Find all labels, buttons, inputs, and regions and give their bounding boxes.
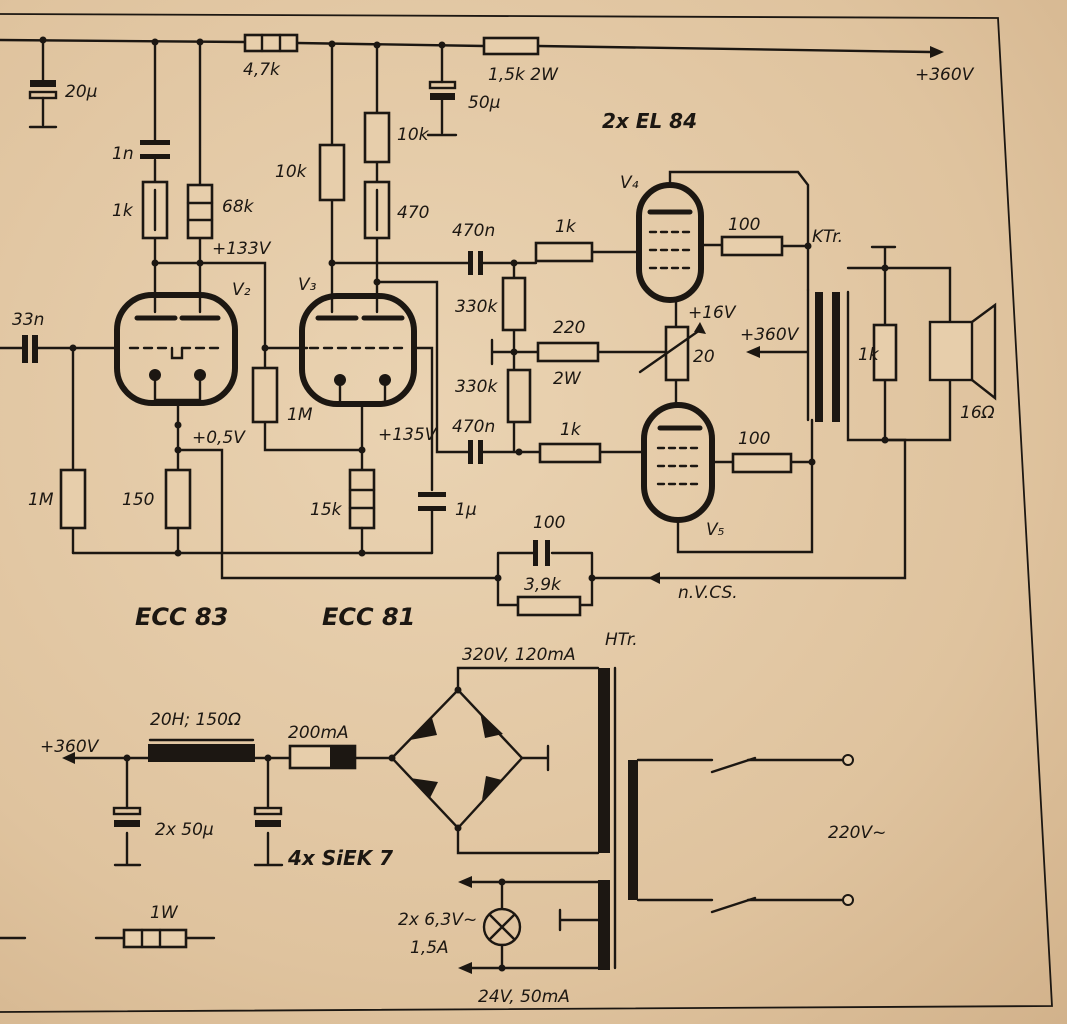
label-htr: HTr.: [605, 630, 638, 650]
power-supply: [0, 666, 854, 974]
label-r-100-a: 100: [728, 215, 760, 235]
label-c-100: 100: [533, 513, 565, 533]
label-r-470: 470: [397, 203, 429, 223]
label-ecc83: ECC 83: [135, 603, 228, 631]
label-c-50u: 50μ: [468, 93, 501, 113]
v3-stage: [71, 42, 470, 557]
output-stage: [636, 170, 816, 554]
label-rect: 4x SiEK 7: [287, 846, 393, 870]
label-c-470n-a: 470n: [452, 221, 495, 241]
label-htr-sec: 320V, 120mA: [462, 645, 576, 665]
label-fuse: 200mA: [288, 723, 349, 743]
label-r-220: 220: [553, 318, 585, 338]
label-r-330k-a: 330k: [455, 297, 498, 317]
v2-stage: [0, 40, 500, 580]
label-c-2x50: 2x 50μ: [155, 820, 214, 840]
label-r-1k-g2: 1k: [560, 420, 582, 440]
label-r-1k-g1: 1k: [555, 217, 577, 237]
label-nvcs: n.V.CS.: [678, 583, 738, 603]
label-r-10k-b: 10k: [397, 125, 430, 145]
label-heater: 2x 6,3V~: [398, 910, 477, 930]
label-r-220-w: 2W: [553, 369, 582, 389]
frame: [0, 13, 1053, 1013]
label-c-20u: 20μ: [65, 82, 98, 102]
label-r-330k-b: 330k: [455, 377, 498, 397]
label-ktr: KTr.: [812, 227, 843, 247]
label-r-1w: 1W: [150, 903, 179, 923]
label-r-1k-a: 1k: [112, 201, 134, 221]
label-r-10k-a: 10k: [275, 162, 308, 182]
label-c-33n: 33n: [12, 310, 44, 330]
label-rail-360-ps: +360V: [40, 737, 100, 757]
label-r-100-b: 100: [738, 429, 770, 449]
label-v4: V₄: [620, 173, 639, 193]
label-mains: 220V~: [828, 823, 886, 843]
label-ecc81: ECC 81: [322, 603, 415, 631]
label-r-4k7: 4,7k: [243, 60, 281, 80]
label-rail-360-top: +360V: [915, 65, 975, 85]
label-r-1k-sp: 1k: [858, 345, 880, 365]
label-r-1m-a: 1M: [28, 490, 54, 510]
label-c-1n: 1n: [112, 144, 134, 164]
label-r-20: 20: [693, 347, 715, 367]
label-spk: 16Ω: [960, 403, 995, 423]
label-c-1u: 1μ: [455, 500, 477, 520]
output-transformer: [593, 245, 997, 584]
label-c-470n-b: 470n: [452, 417, 495, 437]
label-r-1k5: 1,5k 2W: [488, 65, 559, 85]
label-heater-a: 1,5A: [410, 938, 449, 958]
label-choke: 20H; 150Ω: [150, 710, 241, 730]
label-v-360-ot: +360V: [740, 325, 800, 345]
grid-network: [468, 241, 674, 464]
label-r-15k: 15k: [310, 500, 343, 520]
label-tube-type-out: 2x EL 84: [602, 109, 697, 133]
b-plus-rail: [0, 33, 944, 137]
feedback-network: [494, 540, 596, 617]
label-r-3k9: 3,9k: [524, 575, 562, 595]
label-v3: V₃: [298, 275, 317, 295]
label-v2: V₂: [232, 280, 251, 300]
label-v-135: +135V: [378, 425, 438, 445]
label-v-05: +0,5V: [192, 428, 246, 448]
label-v5: V₅: [706, 520, 725, 540]
label-v-133: +133V: [212, 239, 272, 259]
label-aux: 24V, 50mA: [478, 987, 570, 1007]
label-r-1m-b: 1M: [287, 405, 313, 425]
labels: 20μ 4,7k 50μ 1,5k 2W +360V 2x EL 84 1n 1…: [12, 60, 995, 1007]
label-r-68k: 68k: [222, 197, 255, 217]
label-v-16: +16V: [688, 303, 737, 323]
label-r-150: 150: [122, 490, 154, 510]
